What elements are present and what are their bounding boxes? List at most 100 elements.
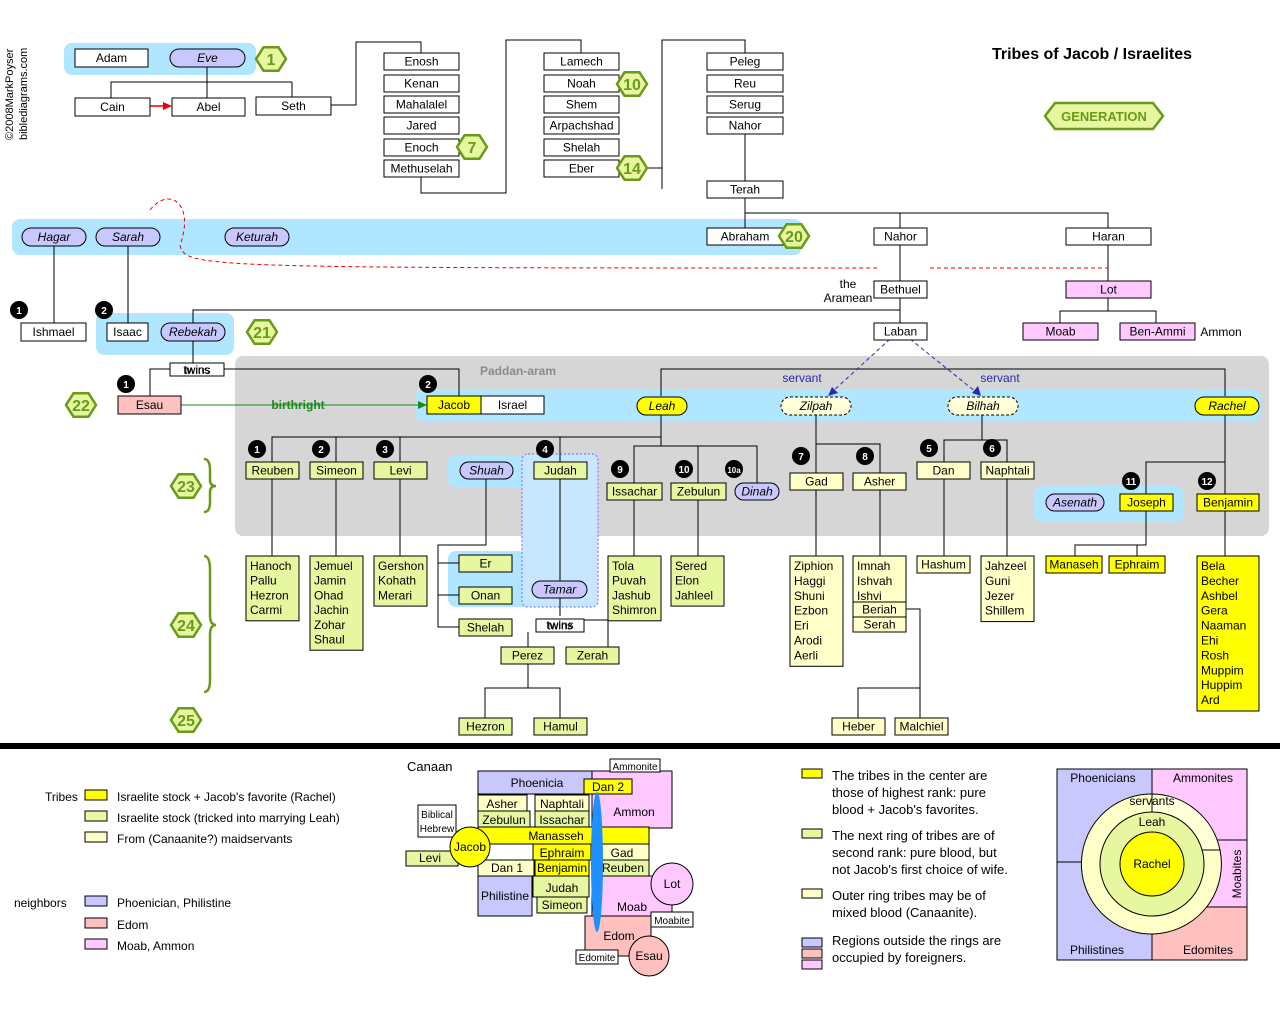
mahalalel-box: Mahalalel — [383, 95, 460, 114]
map-issachar-label: Issachar — [539, 813, 584, 827]
order-judah: 4 — [536, 440, 554, 458]
order-joseph: 11 — [1122, 472, 1140, 490]
gen-23-label: 23 — [177, 479, 195, 496]
ring-philistines-label: Philistines — [1070, 943, 1124, 957]
bethuel-box: Bethuel — [873, 280, 928, 299]
servant-label-bilhah: servant — [980, 371, 1020, 385]
abel-box-label: Abel — [196, 100, 220, 114]
serah-box-label: Serah — [863, 618, 895, 632]
lamech-box-label: Lamech — [560, 55, 603, 69]
hashum-box-label: Hashum — [921, 558, 966, 572]
shuah-pill-label: Shuah — [469, 464, 504, 478]
order-asher: 8 — [856, 447, 874, 465]
dan-box-label: Dan — [932, 464, 954, 478]
son-name: Puvah — [612, 574, 646, 588]
son-name: Bela — [1201, 559, 1225, 573]
lot-box-label: Lot — [1100, 283, 1117, 297]
order-naphtali: 6 — [983, 439, 1001, 457]
kenan-box: Kenan — [383, 74, 460, 93]
map-biblical-tag — [417, 804, 457, 838]
gen-22-label: 22 — [72, 398, 90, 415]
son-name: Ashbel — [1201, 589, 1238, 603]
son-name: Ziphion — [794, 559, 833, 573]
map-ammonite-tag — [609, 758, 661, 773]
sarah-nahor-link — [149, 198, 1108, 269]
heber-box-label: Heber — [842, 720, 875, 734]
order-joseph-label: 11 — [1126, 477, 1137, 488]
noah-box-label: Noah — [567, 77, 596, 91]
moab-person-box: Moab — [1022, 322, 1099, 341]
map-naphtali-label: Naphtali — [540, 797, 584, 811]
gen-7-label: 7 — [468, 140, 477, 157]
brace-23 — [203, 457, 217, 514]
israel-box: Israel — [480, 395, 545, 415]
order-benjamin-label: 12 — [1201, 477, 1213, 488]
reu-box-label: Reu — [734, 77, 756, 91]
ring-moabites-label: Moabites — [1230, 850, 1244, 899]
abel-box: Abel — [171, 97, 246, 117]
son-name: Jashub — [612, 588, 651, 602]
section-divider — [0, 743, 1280, 749]
kenan-box-label: Kenan — [404, 77, 439, 91]
order-levi-label: 3 — [382, 445, 388, 456]
legend-swatch-6 — [84, 938, 108, 950]
son-name: Hezron — [250, 588, 289, 602]
note-swatch-n3 — [801, 888, 823, 899]
order-naphtali-label: 6 — [989, 444, 995, 455]
bilhah-pill: Bilhah — [947, 396, 1019, 416]
gen-22: 22 — [64, 392, 98, 418]
rachel-pill-label: Rachel — [1208, 399, 1246, 413]
jacob-box: Jacob — [426, 395, 482, 415]
gen-14: 14 — [615, 155, 649, 181]
map-lot-circle — [650, 862, 694, 906]
son-name: Muppim — [1201, 663, 1244, 677]
shem-box-label: Shem — [566, 98, 597, 112]
eber-box: Eber — [543, 159, 620, 178]
son-name: Imnah — [857, 559, 890, 573]
gen-23: 23 — [169, 473, 203, 499]
map-jacob-circle — [449, 826, 491, 868]
cain-box-label: Cain — [100, 100, 125, 114]
simeon-box-label: Simeon — [316, 464, 357, 478]
onan-box: Onan — [458, 586, 513, 605]
hezron-box-label: Hezron — [466, 720, 505, 734]
malchiel-box: Malchiel — [894, 717, 949, 736]
legend-swatch-3 — [84, 831, 108, 843]
son-name: Jamin — [314, 574, 346, 588]
note-n2-line: not Jacob's first choice of wife. — [832, 862, 1008, 877]
gen-1: 1 — [254, 46, 288, 72]
reu-box: Reu — [706, 74, 784, 93]
map-benjamin-label: Benjamin — [537, 861, 587, 875]
issachar-box: Issachar — [606, 482, 663, 501]
legend-n1: Phoenician, Philistine — [117, 896, 231, 910]
esau-box: Esau — [117, 395, 182, 415]
son-name: Tola — [612, 559, 634, 573]
map-dan2-label: Dan 2 — [592, 780, 624, 794]
map-ephraim-label: Ephraim — [540, 846, 585, 860]
order-simeon: 2 — [312, 440, 330, 458]
zebulun-box-label: Zebulun — [677, 485, 720, 499]
abraham-box-label: Abraham — [721, 230, 770, 244]
jared-box-label: Jared — [406, 119, 436, 133]
son-name: Carmi — [250, 603, 282, 617]
order-issachar: 9 — [611, 460, 629, 478]
legend-t3: From (Canaanite?) maidservants — [117, 832, 292, 846]
gen-14-label: 14 — [623, 161, 641, 178]
serah-box: Serah — [852, 616, 907, 633]
simeon-box: Simeon — [309, 461, 364, 480]
order-dan-label: 5 — [926, 444, 932, 455]
son-name: Eri — [794, 619, 809, 633]
legend-n2: Edom — [117, 918, 148, 932]
peleg-box-label: Peleg — [730, 55, 761, 69]
ammon-label: Ammon — [1200, 325, 1241, 339]
son-name: Aerli — [794, 648, 818, 662]
map-esau-circle — [628, 935, 670, 977]
map-lot-label: Lot — [664, 877, 681, 891]
son-name: Shaul — [314, 633, 345, 647]
haran-box-label: Haran — [1092, 230, 1125, 244]
gen-21: 21 — [245, 319, 279, 345]
twins-esau-box-label: twins — [184, 365, 210, 377]
nahor-box: Nahor — [873, 227, 928, 246]
son-name: Pallu — [250, 574, 277, 588]
twins-label-tamar: twins — [546, 618, 573, 632]
